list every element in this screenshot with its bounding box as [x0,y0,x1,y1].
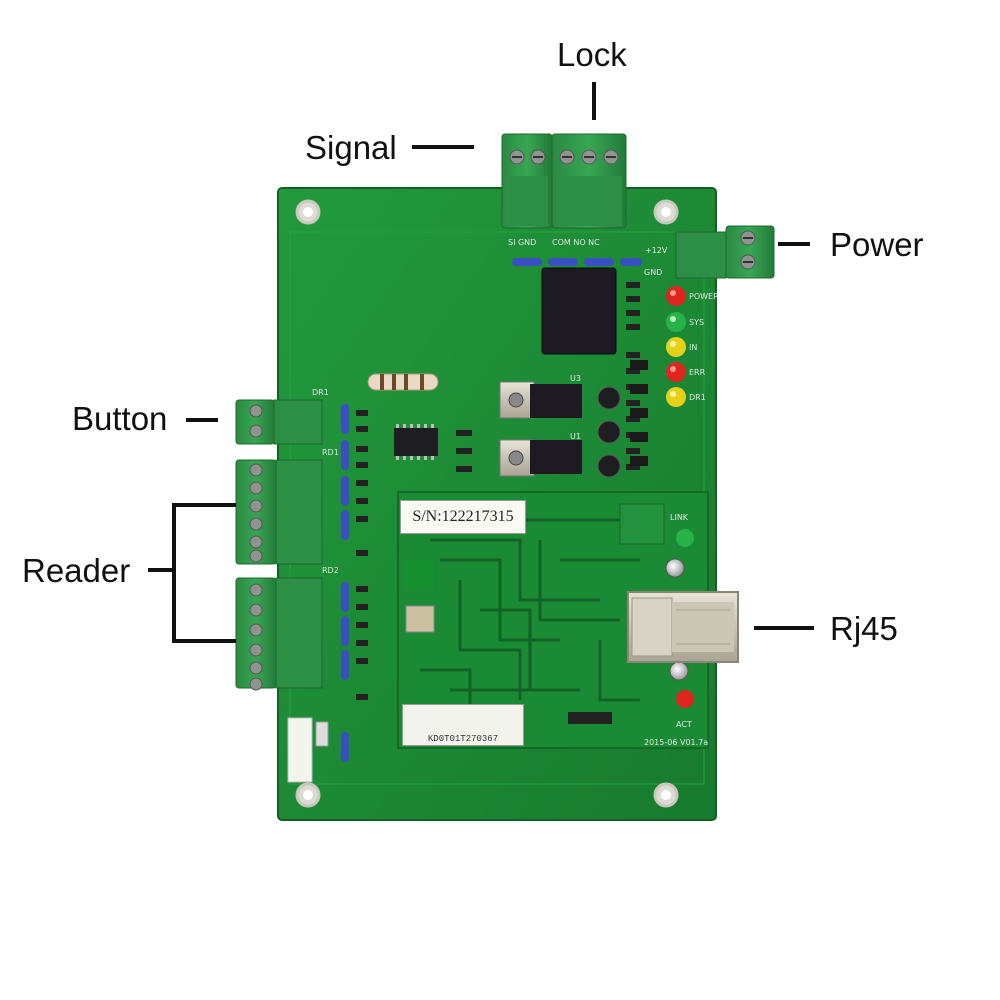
callout-reader-leader [148,568,174,572]
callout-button: Button [72,400,168,437]
callout-reader-bracket [172,503,176,643]
signal-terminal-block [501,133,553,229]
power-resistor [367,373,439,391]
diodes [630,360,648,466]
silk-led-err: ERR [689,368,706,377]
callout-reader: Reader [22,552,131,589]
serial-number-label: S/N:122217315 [400,500,526,534]
callout-signal-leader [412,145,474,149]
status-leds [666,286,686,407]
callout-rj45: Rj45 [830,610,898,647]
silk-com-no-nc: COM NO NC [552,238,600,247]
rj45-jack [627,591,739,663]
callout-power: Power [830,226,924,263]
silk-led-sys: SYS [689,318,705,327]
silk-version: 2015-06 V01.7a [644,738,709,747]
callout-rj45-leader [754,626,814,630]
lock-terminal-block [551,133,627,229]
pin-header-j12 [287,717,313,783]
callout-power-leader [778,242,810,246]
silk-sig-gnd: SI GND [508,238,537,247]
power-terminal-block [675,225,775,279]
silk-led-power: POWER [689,292,719,301]
ic-chip [394,428,438,456]
silk-u1: U1 [570,432,581,441]
blue-resistors [512,258,642,266]
capacitors [597,386,621,478]
silk-rd1: RD1 [322,448,339,457]
button-terminal-block [235,399,323,445]
silk-dr1: DR1 [312,388,329,397]
relay [541,267,617,355]
silk-led-in: IN [689,343,698,352]
silk-led-dr1: DR1 [689,393,706,402]
callout-button-leader [186,418,218,422]
voltage-regulators [499,381,582,477]
silk-gnd: GND [644,268,663,277]
silk-link: LINK [670,513,689,522]
mounting-holes [295,199,679,808]
callout-lock: Lock [557,36,627,73]
silk-u3: U3 [570,374,581,383]
callout-lock-leader [592,82,596,120]
callout-signal: Signal [305,129,397,166]
barcode-label: KD0T01T270367 [402,704,524,746]
silk-act: ACT [676,720,692,729]
reader1-terminal-block [235,459,323,565]
callout-reader-bracket-bottom [172,639,236,643]
reader2-terminal-block [235,577,323,691]
barcode-number: KD0T01T270367 [427,734,499,744]
silk-12v: +12V [645,246,668,255]
silk-rd2: RD2 [322,566,339,575]
callout-reader-bracket-top [172,503,236,507]
reader-smd [356,410,368,700]
reader-resistors [341,404,349,762]
